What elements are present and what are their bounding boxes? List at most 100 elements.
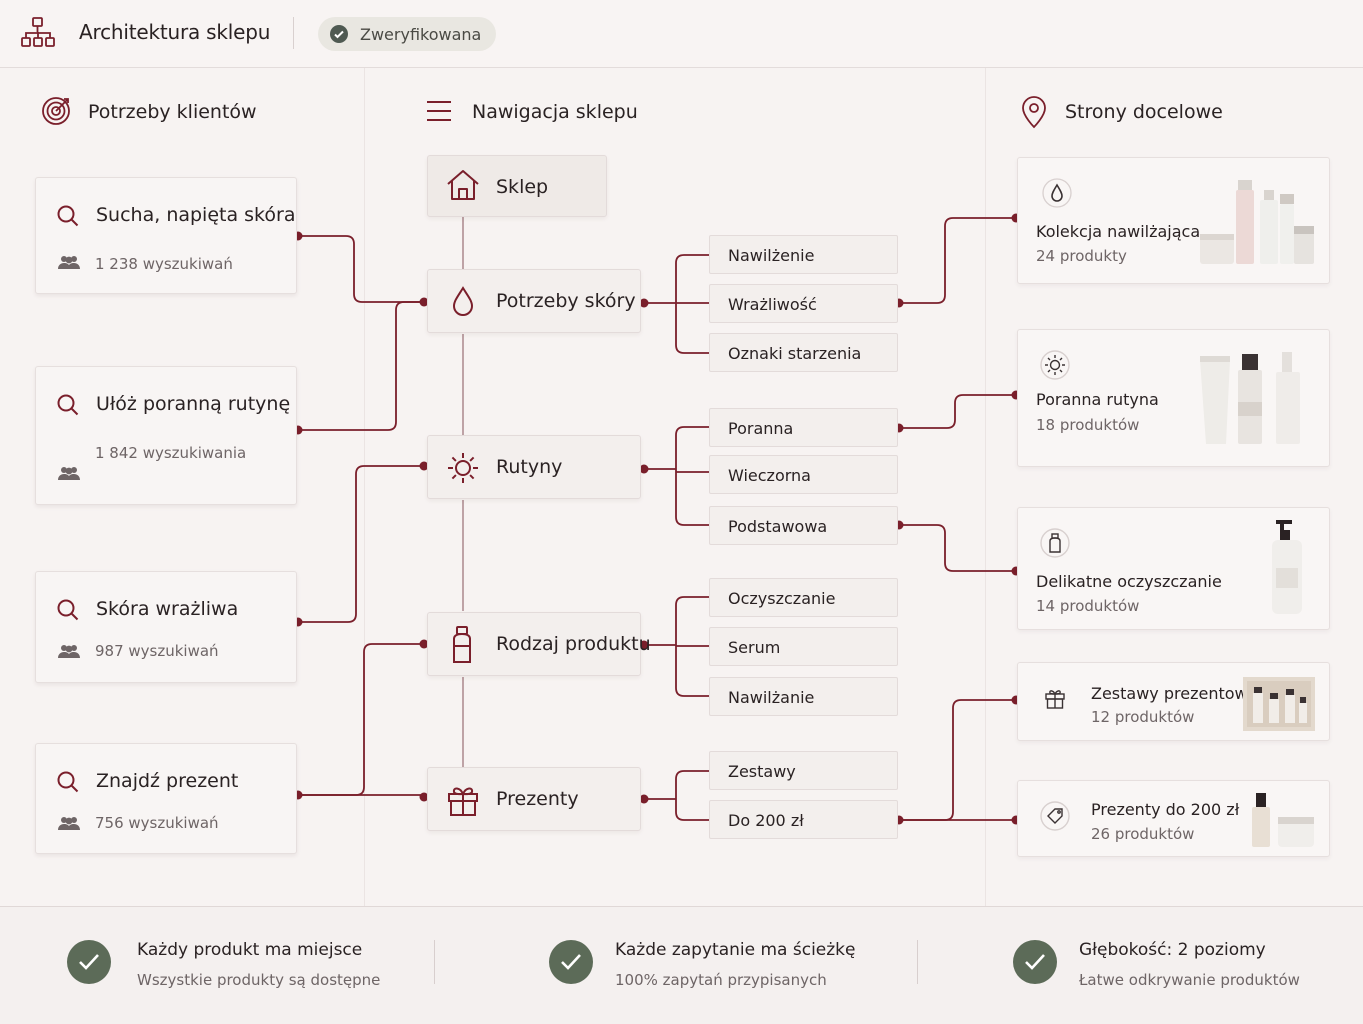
dest-count: 24 produkty [1036,247,1127,265]
subnode-label: Wieczorna [728,466,811,485]
dest-card-hydrating-collection[interactable]: Kolekcja nawilżająca 24 produkty [1017,157,1330,284]
product-image [1252,793,1314,847]
search-icon [56,204,80,232]
subnode-label: Podstawowa [728,517,828,536]
footer-divider [434,940,435,984]
nav-node-label: Rodzaj produktu [496,633,651,655]
subnode-label: Serum [728,638,781,657]
check-icon [330,25,348,43]
badge-label: Zweryfikowana [360,25,482,44]
nav-node-label: Potrzeby skóry [496,290,636,312]
nav-node-shop[interactable]: Sklep [427,155,607,217]
menu-icon [425,99,453,127]
dest-title: Poranna rutyna [1036,390,1159,409]
dest-card-morning-routine[interactable]: Poranna rutyna 18 produktów [1017,329,1330,467]
dest-title: Prezenty do 200 zł [1091,800,1240,819]
dest-card-gift-sets[interactable]: Zestawy prezentowe 12 produktów [1017,662,1330,741]
dest-title: Kolekcja nawilżająca [1036,222,1201,241]
bottle-icon [450,625,474,669]
product-image [1272,520,1302,614]
subnode-evening[interactable]: Wieczorna [709,455,898,494]
subnode-hydration[interactable]: Nawilżenie [709,235,898,274]
footer-subtitle: Wszystkie produkty są dostępne [137,971,381,989]
check-icon [1013,940,1057,984]
needs-column-title: Potrzeby klientów [88,101,257,123]
nav-node-skin-needs[interactable]: Potrzeby skóry [427,269,641,333]
tag-icon [1040,801,1070,835]
sun-icon [1040,350,1070,384]
nav-node-routines[interactable]: Rutyny [427,435,641,499]
subnode-moisturizing[interactable]: Nawilżanie [709,677,898,716]
need-title: Skóra wrażliwa [96,598,239,620]
need-card-morning-routine[interactable]: Ułóż poranną rutynę 1 842 wyszukiwania [35,366,297,505]
nav-column-title: Nawigacja sklepu [472,101,638,123]
footer-title: Każdy produkt ma miejsce [137,940,363,960]
need-count: 1 238 wyszukiwań [95,255,233,273]
home-icon [446,169,480,205]
subnode-label: Nawilżanie [728,688,815,707]
header: Architektura sklepu Zweryfikowana [0,0,1363,68]
column-separator [985,68,986,906]
subnode-morning[interactable]: Poranna [709,408,898,447]
drop-icon [1042,178,1072,212]
column-separator [364,68,365,906]
verified-badge: Zweryfikowana [318,17,496,51]
subnode-label: Nawilżenie [728,246,815,265]
sun-icon [446,451,480,489]
search-icon [56,770,80,798]
need-card-dry-skin[interactable]: Sucha, napięta skóra 1 238 wyszukiwań [35,177,297,294]
dest-title: Zestawy prezentowe [1091,684,1258,703]
location-pin-icon [1020,95,1048,133]
sitemap-icon [20,16,56,50]
need-title: Znajdź prezent [96,770,239,792]
subnode-under-200[interactable]: Do 200 zł [709,800,898,839]
subnode-label: Wrażliwość [728,295,817,314]
nav-node-gifts[interactable]: Prezenty [427,767,641,831]
need-card-sensitive-skin[interactable]: Skóra wrażliwa 987 wyszukiwań [35,571,297,683]
page-title: Architektura sklepu [79,20,271,44]
dest-count: 12 produktów [1091,708,1195,726]
users-icon [58,466,80,486]
dest-count: 14 produktów [1036,597,1140,615]
need-count: 1 842 wyszukiwania [95,444,247,462]
users-icon [58,644,80,664]
dest-card-gifts-under-200[interactable]: Prezenty do 200 zł 26 produktów [1017,780,1330,857]
subnode-sets[interactable]: Zestawy [709,751,898,790]
users-icon [58,255,80,275]
target-icon [40,95,72,131]
need-count: 756 wyszukiwań [95,814,219,832]
product-image [1200,180,1314,264]
nav-node-label: Rutyny [496,456,563,478]
dest-card-gentle-cleansing[interactable]: Delikatne oczyszczanie 14 produktów [1017,507,1330,630]
subnode-basic[interactable]: Podstawowa [709,506,898,545]
dest-count: 26 produktów [1091,825,1195,843]
header-divider [293,17,294,49]
check-icon [67,940,111,984]
subnode-serum[interactable]: Serum [709,627,898,666]
search-icon [56,598,80,626]
users-icon [58,816,80,836]
subnode-label: Oznaki starzenia [728,344,862,363]
subnode-sensitivity[interactable]: Wrażliwość [709,284,898,323]
nav-node-label: Sklep [496,176,549,198]
dest-column-title: Strony docelowe [1065,101,1223,123]
nav-node-product-type[interactable]: Rodzaj produktu [427,612,651,676]
subnode-aging-signs[interactable]: Oznaki starzenia [709,333,898,372]
subnode-cleansing[interactable]: Oczyszczanie [709,578,898,617]
footer-divider [917,940,918,984]
product-image [1243,677,1315,731]
subnode-label: Do 200 zł [728,811,804,830]
subnode-label: Zestawy [728,762,796,781]
drop-icon [446,285,480,323]
footer-subtitle: Łatwe odkrywanie produktów [1079,971,1300,989]
check-icon [549,940,593,984]
subnode-label: Poranna [728,419,794,438]
need-card-find-gift[interactable]: Znajdź prezent 756 wyszukiwań [35,743,297,854]
dest-title: Delikatne oczyszczanie [1036,572,1222,591]
footer-title: Każde zapytanie ma ścieżkę [615,940,856,960]
gift-icon [1040,683,1070,717]
need-title: Sucha, napięta skóra [96,204,296,226]
footer-subtitle: 100% zapytań przypisanych [615,971,827,989]
need-count: 987 wyszukiwań [95,642,219,660]
footer-title: Głębokość: 2 poziomy [1079,940,1266,960]
